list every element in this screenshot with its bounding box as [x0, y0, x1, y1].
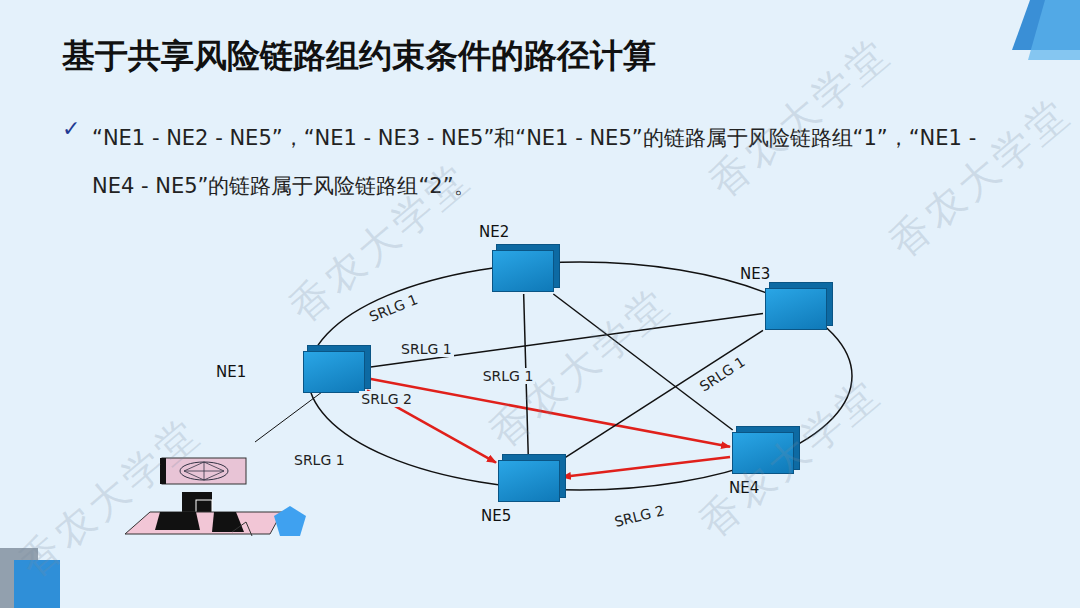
watermark: 香农大学堂	[688, 366, 892, 550]
srlg-label: SRLG 1	[292, 452, 347, 468]
node-label: NE2	[479, 223, 509, 241]
srlg-label: SRLG 1	[365, 290, 422, 325]
check-mark: ✓	[62, 116, 80, 141]
path-arrow	[562, 457, 730, 477]
slide-title: 基于共享风险链路组约束条件的路径计算	[62, 34, 656, 79]
srlg-label: SRLG 1	[399, 341, 454, 357]
network-element: NE5	[498, 460, 560, 502]
network-element: NE3	[765, 288, 827, 330]
watermark: 香农大学堂	[878, 86, 1080, 270]
watermark: 香农大学堂	[8, 406, 212, 590]
srlg-label: SRLG 1	[481, 368, 536, 384]
bullet-text: “NE1 - NE2 - NE5”，“NE1 - NE3 - NE5”和“NE1…	[92, 114, 992, 210]
node-label: NE3	[740, 265, 770, 283]
srlg-label: SRLG 2	[359, 391, 414, 407]
srlg-label: SRLG 2	[611, 502, 668, 531]
corner-bar	[1028, 0, 1080, 60]
node-label: NE1	[216, 363, 246, 381]
management-link	[255, 392, 322, 442]
srlg-label: SRLG 1	[695, 352, 750, 395]
network-element: NE2	[492, 250, 554, 292]
node-label: NE5	[481, 507, 511, 525]
watermark: 香农大学堂	[698, 26, 902, 210]
network-element: NE1	[303, 351, 365, 393]
